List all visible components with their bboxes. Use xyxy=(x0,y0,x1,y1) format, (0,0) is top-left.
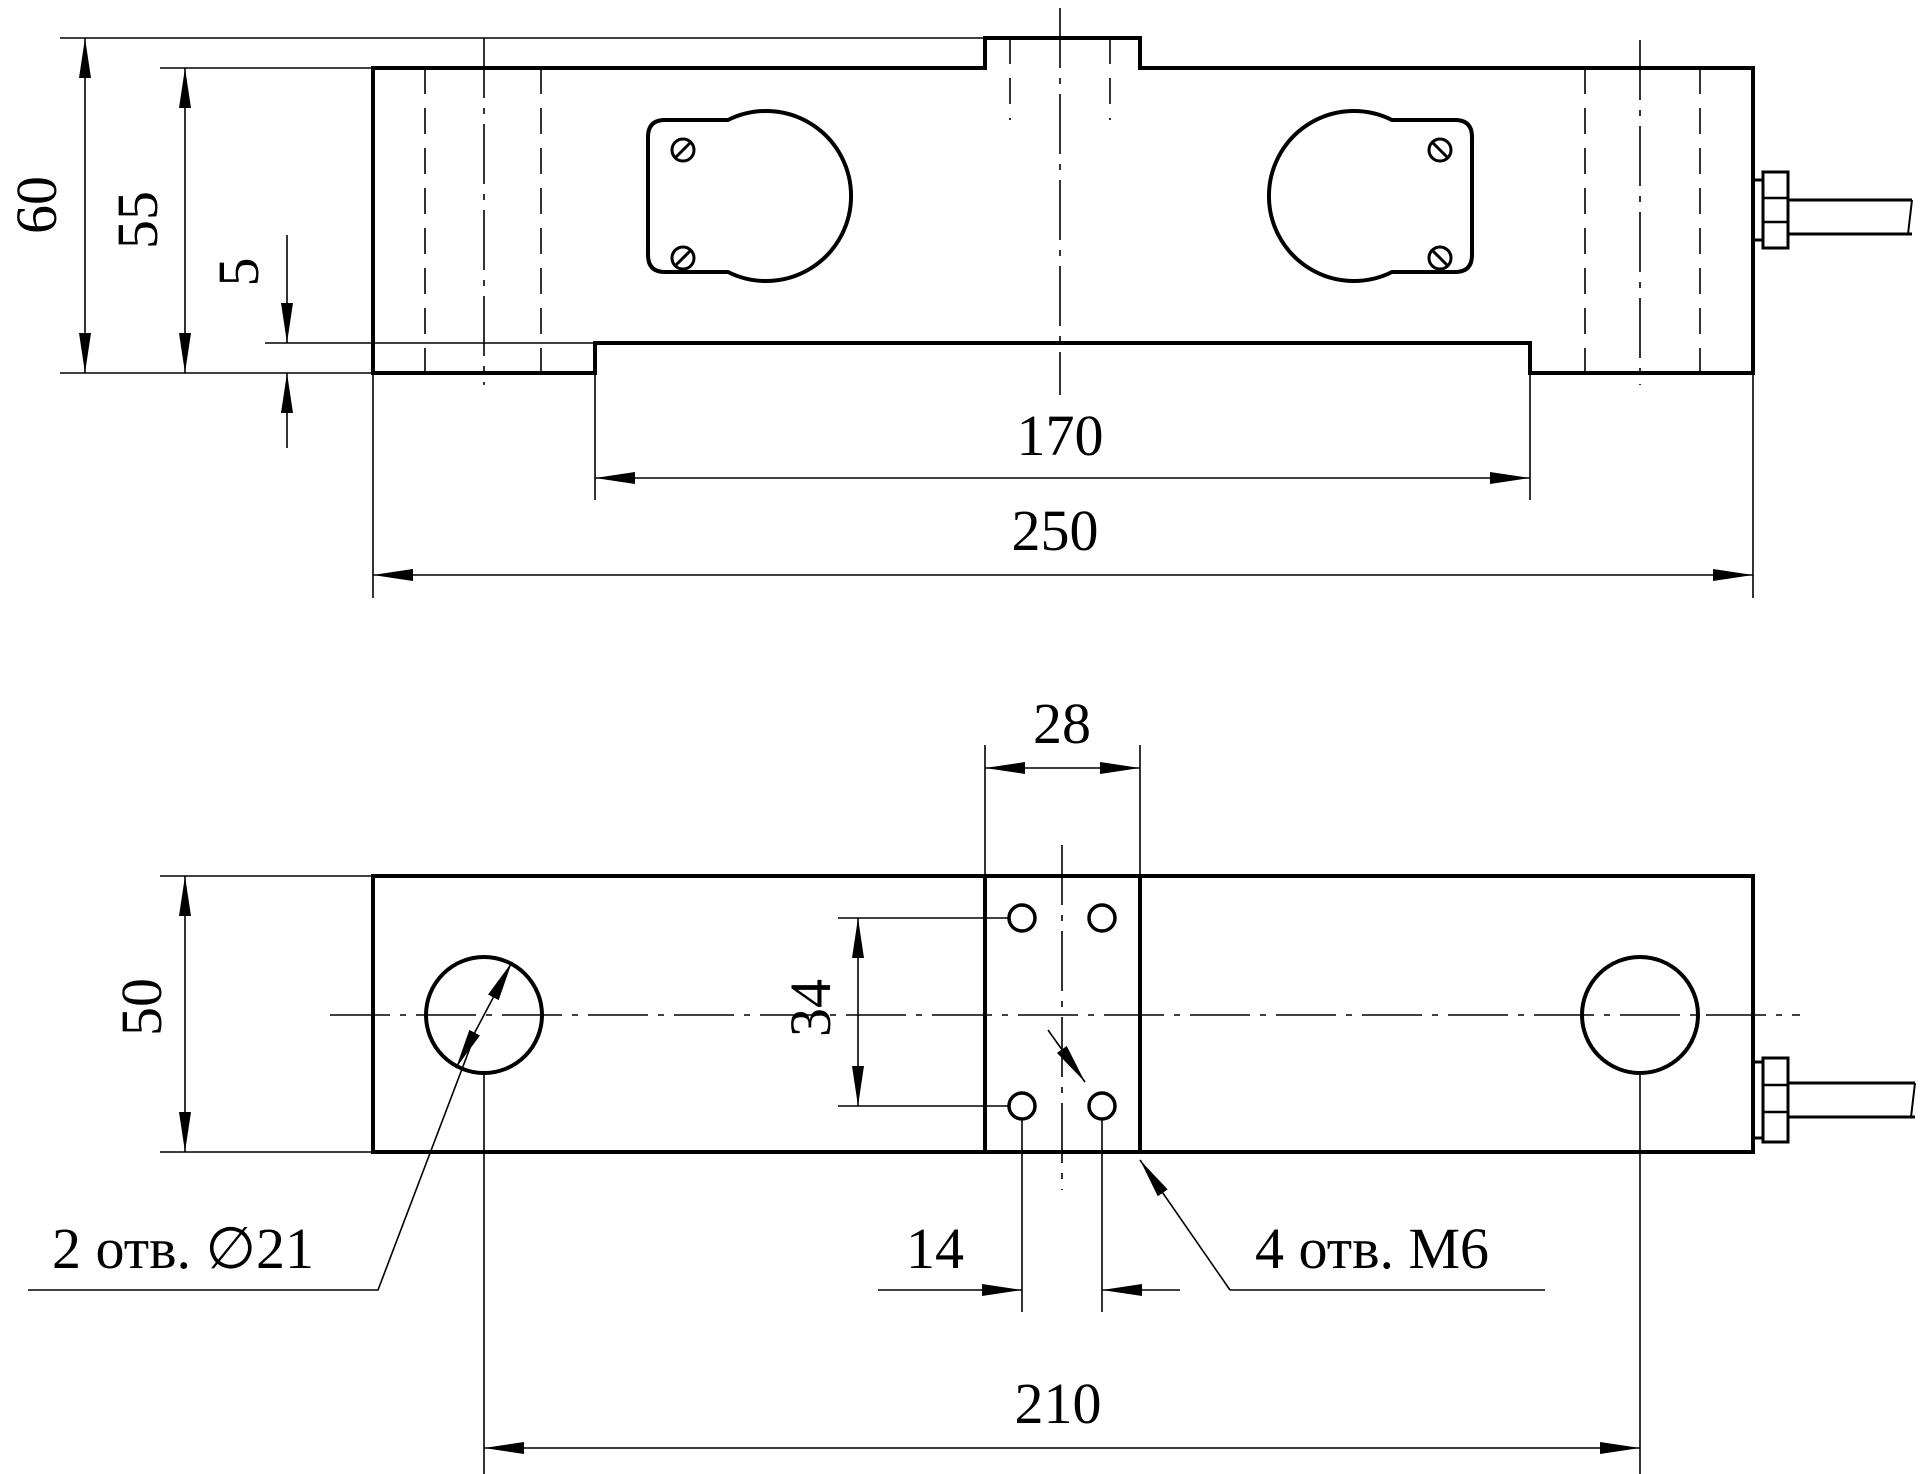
screw-icon xyxy=(670,245,696,271)
leader-threaded-holes xyxy=(1047,1029,1086,1083)
front-view: 60 55 5 170 250 xyxy=(4,8,1913,598)
threaded-hole xyxy=(1007,903,1037,933)
screw-icon xyxy=(1427,137,1453,163)
dim-text-250: 250 xyxy=(1012,498,1099,563)
screw-icon xyxy=(1427,245,1453,271)
threaded-hole xyxy=(1007,1091,1037,1121)
leader-threaded-holes xyxy=(1139,1159,1231,1291)
cable-gland-icon xyxy=(1751,1056,1790,1144)
gauge-window-left xyxy=(646,109,854,283)
dim-text-28: 28 xyxy=(1033,691,1091,756)
dim-text-14: 14 xyxy=(906,1216,964,1281)
label-threaded-holes: 4 отв. M6 xyxy=(1255,1216,1489,1281)
label-mount-holes: 2 отв. ∅21 xyxy=(52,1216,314,1281)
dim-line-diameter xyxy=(455,961,513,1069)
dim-text-170: 170 xyxy=(1017,403,1104,468)
dim-text-60: 60 xyxy=(4,176,69,234)
threaded-hole xyxy=(1087,903,1117,933)
dim-text-55: 55 xyxy=(105,191,170,249)
top-body-outline xyxy=(371,874,1755,1154)
leader-mount-holes xyxy=(28,1047,471,1291)
top-view: 28 50 34 14 210 2 отв. ∅21 4 отв. M6 xyxy=(28,691,1916,1474)
dim-text-210: 210 xyxy=(1015,1371,1102,1436)
screw-icon xyxy=(670,137,696,163)
dim-text-5: 5 xyxy=(206,258,271,287)
cable-icon xyxy=(1788,1081,1916,1119)
dim-text-34: 34 xyxy=(778,979,843,1037)
dim-text-50: 50 xyxy=(109,978,174,1036)
cable-gland-icon xyxy=(1751,170,1790,250)
cable-icon xyxy=(1788,198,1913,236)
gauge-window-right xyxy=(1266,109,1474,283)
front-body-outline xyxy=(371,36,1755,375)
threaded-hole xyxy=(1087,1091,1117,1121)
